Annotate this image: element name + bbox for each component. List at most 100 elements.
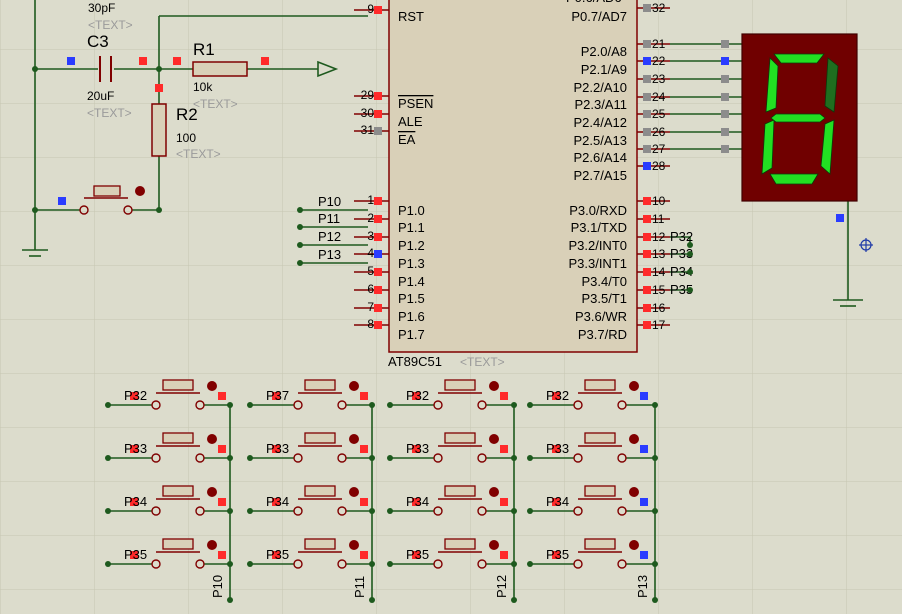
pin-number: 28 [652, 159, 666, 173]
pin-state-marker [374, 6, 382, 14]
pin-state-marker [643, 110, 651, 118]
keypad-switch[interactable] [573, 485, 639, 516]
switch-contact [617, 506, 627, 516]
switch-cap [304, 379, 336, 391]
keypad-switch[interactable] [433, 538, 499, 569]
pin-number: 23 [652, 72, 666, 86]
keypad-switch[interactable] [573, 379, 639, 410]
switch-indicator [629, 540, 639, 550]
switch-cap [304, 485, 336, 497]
wire-junction [105, 402, 111, 408]
keypad-switch[interactable] [293, 432, 359, 463]
seven-segment-display [721, 33, 863, 307]
switch-cap [162, 379, 194, 391]
wire-junction [652, 455, 658, 461]
net-label: P37 [266, 388, 289, 403]
pin-state-marker [643, 250, 651, 258]
net-label: P33 [546, 441, 569, 456]
pin-number: 32 [652, 1, 666, 15]
switch-indicator [629, 381, 639, 391]
switch-indicator [349, 487, 359, 497]
pin-number: 29 [361, 88, 375, 102]
wire-junction [387, 508, 393, 514]
keypad-switch[interactable] [151, 432, 217, 463]
keypad-switch[interactable] [433, 379, 499, 410]
switch-indicator [207, 434, 217, 444]
pin-label: P0.7/AD7 [571, 9, 627, 24]
segment-f [765, 57, 779, 113]
pin-state-marker [155, 84, 163, 92]
switch-contact [195, 506, 205, 516]
pin-state-marker [643, 304, 651, 312]
keypad-switch[interactable] [433, 485, 499, 516]
keypad-switch[interactable] [151, 485, 217, 516]
net-label: P32 [406, 388, 429, 403]
pin-label: P3.3/INT1 [568, 256, 627, 271]
pin-label: P3.7/RD [578, 327, 627, 342]
net-label: P34 [406, 494, 429, 509]
net-label: P10 [210, 575, 225, 598]
net-label: P35 [546, 547, 569, 562]
segment-c [820, 119, 835, 175]
switch-indicator [489, 381, 499, 391]
switch-cap [444, 432, 476, 444]
pin-number: 26 [652, 125, 666, 139]
pin-number: 7 [367, 300, 374, 314]
keypad-switch[interactable] [151, 379, 217, 410]
reset-button[interactable] [79, 185, 145, 215]
keypad-switch[interactable] [293, 538, 359, 569]
switch-indicator [629, 487, 639, 497]
switch-contact [477, 453, 487, 463]
wire-junction [387, 561, 393, 567]
keypad-switch[interactable] [433, 432, 499, 463]
net-label: P33 [670, 246, 693, 261]
wires-layer [34, 0, 849, 600]
keypad-switch[interactable] [573, 432, 639, 463]
pin-state-marker [173, 57, 181, 65]
pin-state-marker [360, 445, 368, 453]
pin-state-marker [640, 445, 648, 453]
mcu-pin-8: 8P1.7 [354, 317, 425, 342]
mcu-at89c51[interactable]: AT89C51 <TEXT> P0.6/AD6 9RST29PSEN30ALE3… [354, 0, 670, 369]
pin-state-marker [500, 392, 508, 400]
switch-contact [433, 400, 443, 410]
segment-b [824, 57, 839, 113]
pin-state-marker [500, 445, 508, 453]
net-label: P11 [352, 576, 367, 598]
keypad-switch[interactable] [293, 485, 359, 516]
pin-number: 4 [367, 246, 374, 260]
wire-junction [297, 224, 303, 230]
c3-text: <TEXT> [87, 106, 132, 120]
pin-state-marker [374, 268, 382, 276]
r2-value: 100 [176, 131, 196, 145]
switch-contact [293, 400, 303, 410]
keypad-switch[interactable] [573, 538, 639, 569]
wire-junction [369, 402, 375, 408]
mcu-pin-1: 1P1.0 [354, 193, 425, 218]
pin-state-marker [374, 197, 382, 205]
pin-number: 31 [361, 123, 375, 137]
wire-junction [687, 287, 693, 293]
pin-state-marker [58, 197, 66, 205]
wire-junction [527, 402, 533, 408]
keypad-switch[interactable] [293, 379, 359, 410]
r1-text: <TEXT> [193, 97, 238, 111]
pin-number: 16 [652, 301, 666, 315]
keypad-switch[interactable] [151, 538, 217, 569]
crosshair-icon[interactable] [859, 238, 873, 252]
pin-state-marker [721, 75, 729, 83]
wire-junction [247, 402, 253, 408]
pin-state-marker [374, 110, 382, 118]
switch-contact [477, 559, 487, 569]
pin-label: P1.5 [398, 291, 425, 306]
pin-state-marker [374, 286, 382, 294]
